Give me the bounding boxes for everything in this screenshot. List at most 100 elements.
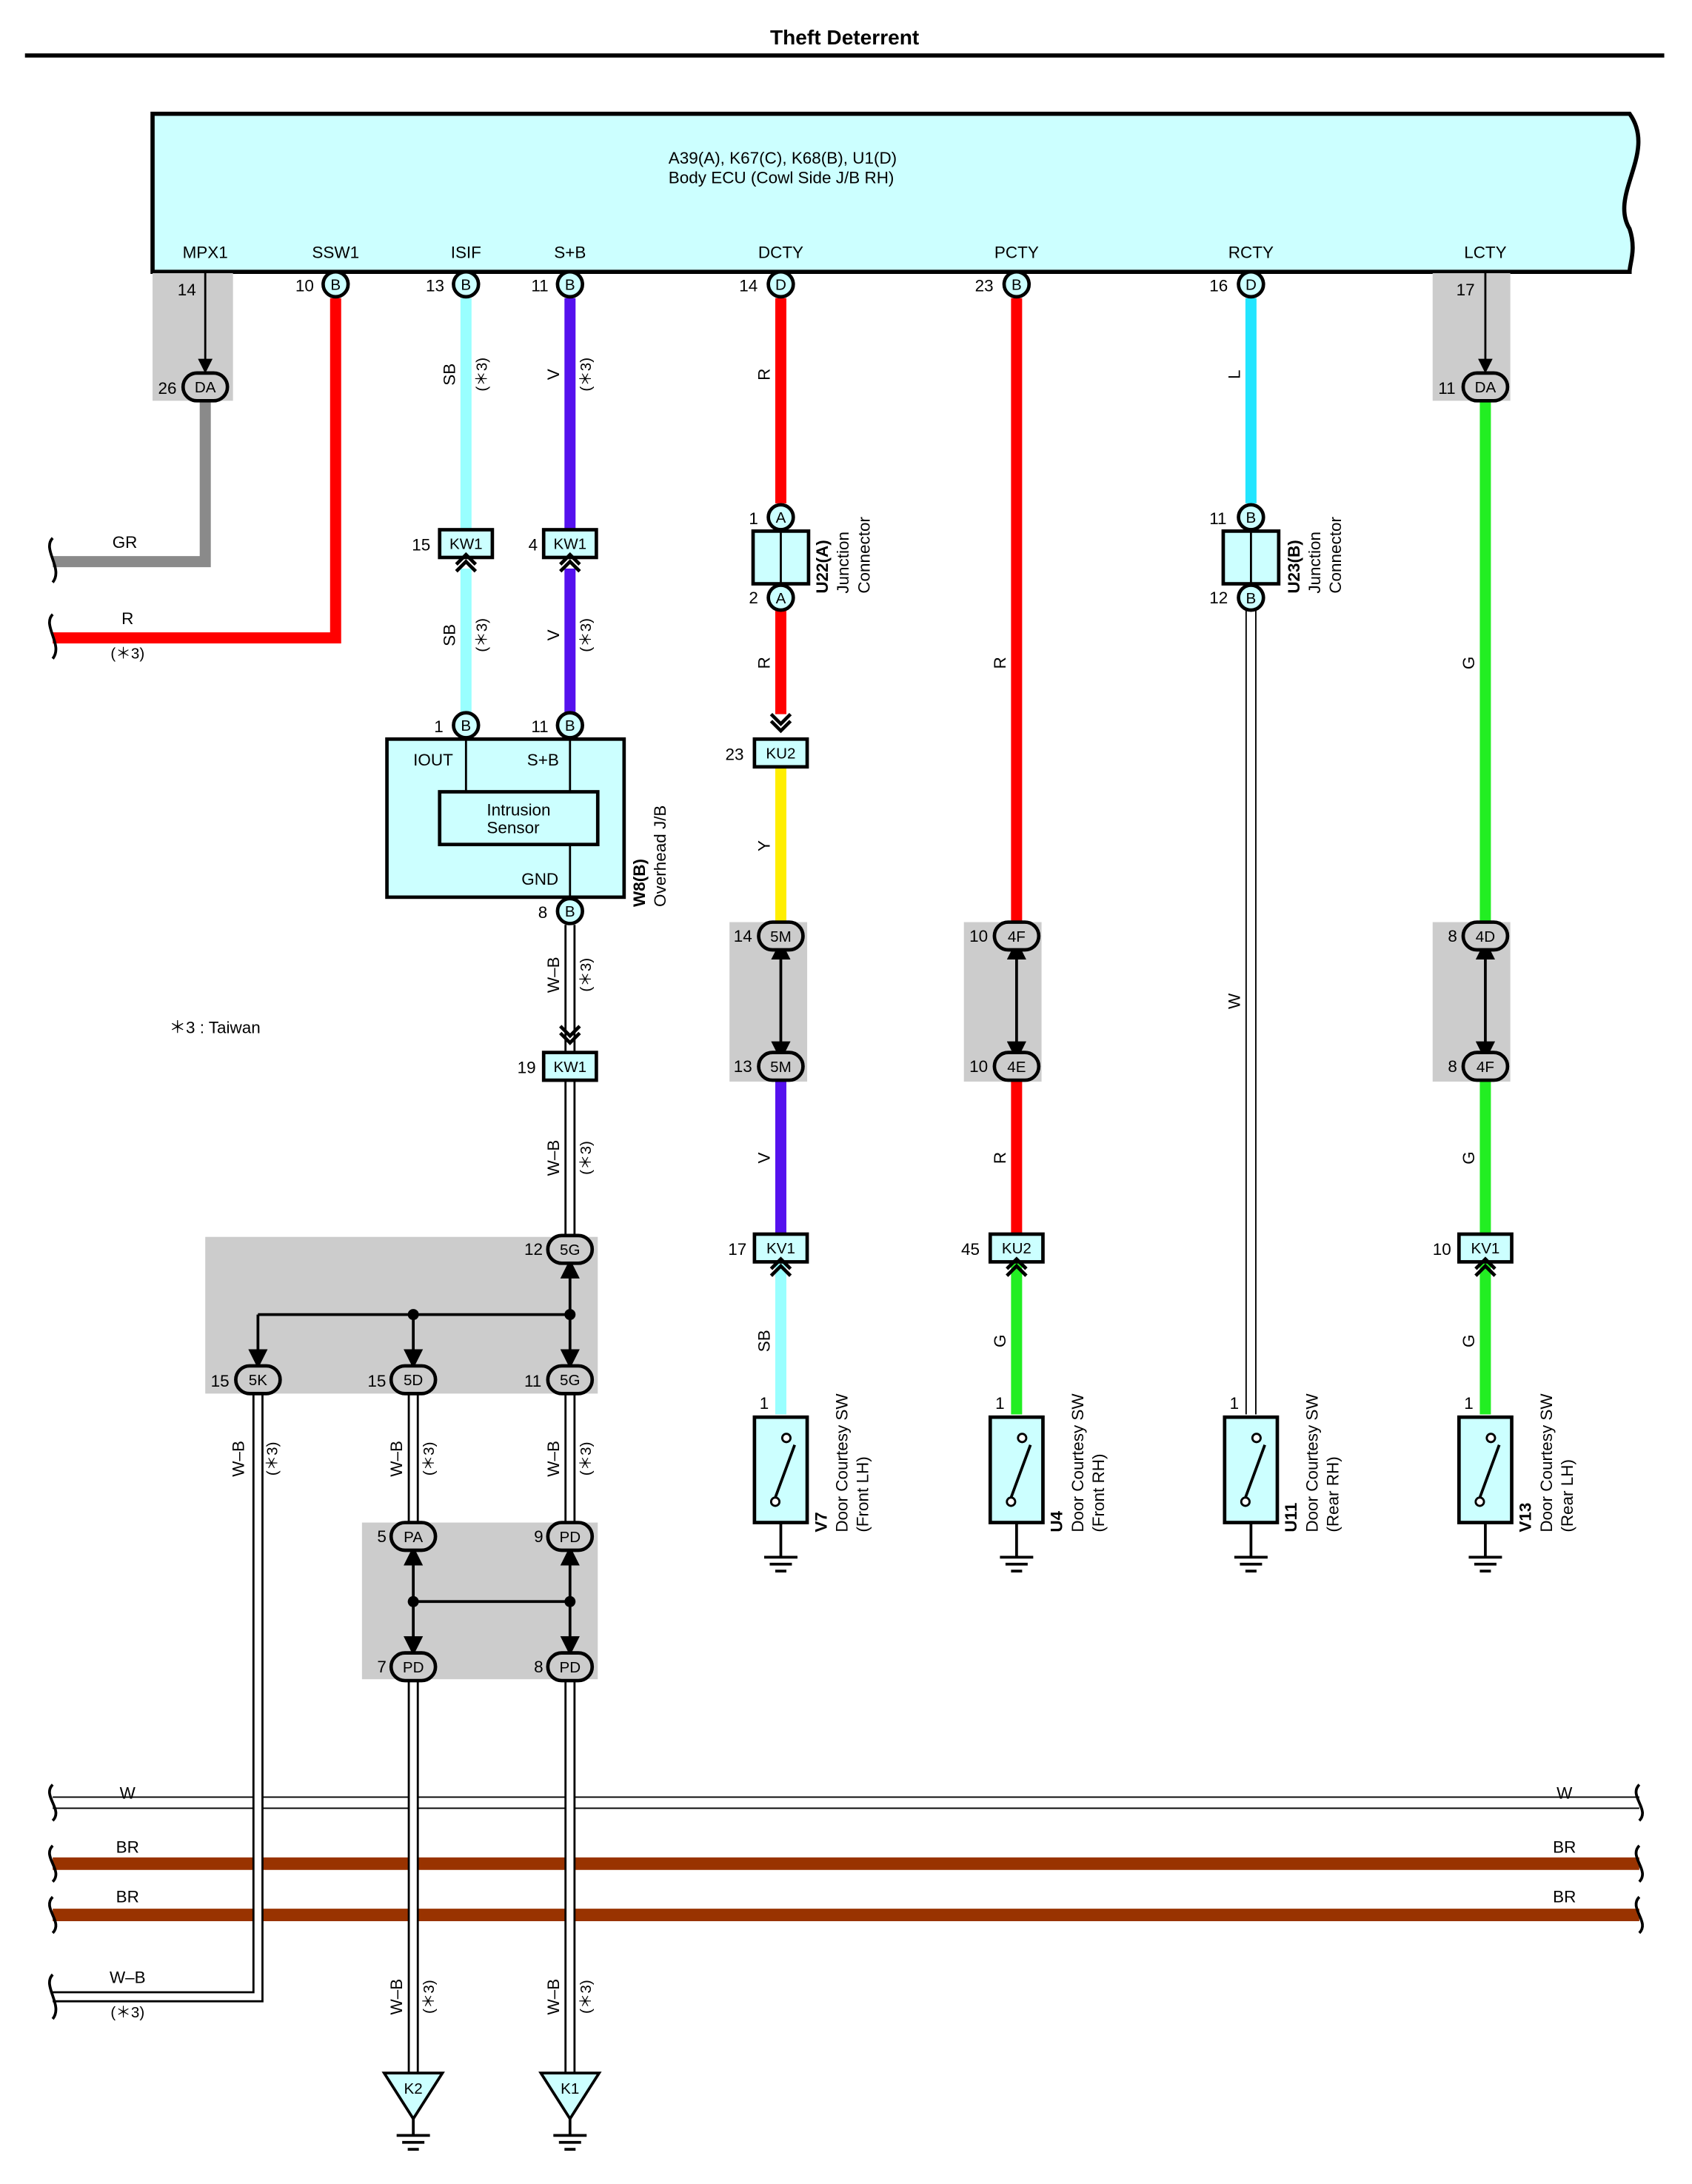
conn-5m-13: 5M	[757, 1051, 805, 1082]
tag-wb-1: (＊3)	[578, 958, 595, 992]
conn-5g-11-oval	[546, 1364, 595, 1396]
label-y-dcty: Y	[755, 840, 773, 851]
conn-5g-11-label: 5G	[560, 1372, 580, 1389]
pin-ssw1-10: 10	[295, 276, 314, 295]
pin-w8-11-b-label: B	[565, 717, 575, 734]
conn-5g-12: 5G	[546, 1233, 595, 1265]
page-title: Theft Deterrent	[770, 26, 919, 49]
label-l-rcty: L	[1225, 369, 1243, 378]
ecu-terminal-mpx1: MPX1	[183, 243, 228, 261]
intrusion-line2: Sensor	[486, 819, 540, 837]
intrusion-line1: Intrusion	[486, 800, 550, 819]
conn-da-mpx1: DA	[181, 371, 230, 403]
pin-u23-12: 12	[1209, 589, 1228, 607]
switch-desc2: (Rear LH)	[1558, 1459, 1576, 1533]
break-right-w	[1634, 1783, 1644, 1822]
switch-code: V13	[1517, 1503, 1535, 1533]
pin-dcty-d-label: D	[775, 276, 786, 293]
pin-4d-8: 8	[1448, 927, 1457, 945]
switch-box	[1457, 1415, 1514, 1524]
pin-u23-12-b-label: B	[1246, 590, 1257, 607]
label-v-dcty: V	[755, 1152, 773, 1163]
label-br2-right: BR	[1553, 1888, 1576, 1906]
pin-w8-8-b: B	[555, 897, 584, 925]
label-w-right: W	[1556, 1783, 1573, 1802]
conn-5d-15: 5D	[389, 1364, 438, 1396]
pin-4f-10: 10	[969, 927, 988, 945]
conn-5g-12-label: 5G	[560, 1242, 580, 1259]
switch-pin-0: 1	[760, 1394, 769, 1413]
tag-r-ssw1: (＊3)	[110, 646, 144, 663]
pa-dot	[407, 1595, 419, 1607]
pin-sb-b: B	[555, 269, 584, 299]
pin-mpx1-26: 26	[158, 379, 177, 398]
pin-pcty-b-label: B	[1011, 276, 1022, 293]
pin-u23-11-b-label: B	[1246, 509, 1257, 526]
pin-u22-1-a: A	[766, 503, 795, 532]
break-left-br1	[48, 1844, 58, 1883]
conn-kw1-15-label: KW1	[449, 536, 483, 553]
switch-contact-top	[1485, 1433, 1497, 1444]
label-br2-left: BR	[116, 1888, 139, 1906]
tag-wb-5g: (＊3)	[578, 1442, 595, 1476]
switch-desc1: Door Courtesy SW	[1069, 1393, 1087, 1533]
pin-kv1-10: 10	[1433, 1240, 1451, 1259]
chevron-ku2-45	[1006, 1256, 1028, 1277]
conn-4f-8-oval	[1461, 1051, 1510, 1082]
switch-code: V7	[812, 1512, 830, 1532]
pin-u22-2: 2	[749, 589, 758, 607]
ecu-name: Body ECU (Cowl Side J/B RH)	[669, 168, 895, 187]
pin-4e-10: 10	[969, 1057, 988, 1076]
u22-desc2: Connector	[855, 516, 873, 593]
conn-5g-11: 5G	[546, 1364, 595, 1396]
conn-5d-15-label: 5D	[404, 1372, 423, 1389]
pin-kv1-17: 17	[728, 1240, 746, 1259]
conn-5k-15-label: 5K	[249, 1372, 267, 1389]
pin-u22-1: 1	[749, 509, 758, 528]
pin-isif-b-label: B	[461, 276, 471, 293]
u22-desc1: Junction	[834, 532, 852, 594]
splice-5g: 12 15 15 11	[211, 1240, 580, 1390]
conn-4f-10-label: 4F	[1008, 928, 1026, 945]
label-wb-left: W–B	[110, 1968, 146, 1986]
pin-u23-12-b-circle	[1237, 583, 1265, 612]
pin-pcty-23: 23	[975, 276, 994, 295]
conn-ku2-23-label: KU2	[766, 746, 795, 763]
conn-pd-8-oval	[546, 1651, 595, 1683]
conn-4e-10: 4E	[992, 1051, 1041, 1082]
circuit-lcty: G G G 17 11 8 8 10	[1433, 273, 1496, 1415]
conn-5g-12-oval	[546, 1233, 595, 1265]
conn-5m-13-label: 5M	[770, 1059, 792, 1076]
tag-isif-2: (＊3)	[473, 618, 490, 652]
circuit-sb: V (＊3) V (＊3) 11 4 11	[529, 276, 595, 736]
switch-desc1: Door Courtesy SW	[1303, 1393, 1321, 1533]
u23-code: U23(B)	[1285, 540, 1303, 593]
conn-ku2-45: KU2	[988, 1232, 1045, 1264]
pin-ku2-45: 45	[961, 1240, 980, 1259]
pin-w8-8: 8	[538, 903, 548, 922]
u22-code: U22(A)	[813, 540, 832, 593]
ground-k2: K2	[381, 2071, 445, 2151]
label-v-sb-2: V	[544, 629, 563, 640]
conn-4e-10-label: 4E	[1007, 1059, 1026, 1076]
ecu-terminal-ssw1: SSW1	[312, 243, 359, 261]
conn-pd-7-oval	[389, 1651, 438, 1683]
conn-4f-10: 4F	[992, 920, 1041, 952]
conn-4e-10-oval	[992, 1051, 1041, 1082]
circuit-mpx1: GR 14 26	[47, 273, 213, 583]
body-ecu: A39(A), K67(C), K68(B), U1(D) Body ECU (…	[150, 111, 1641, 274]
switch-desc1: Door Courtesy SW	[832, 1393, 851, 1533]
conn-kw1-19: KW1	[541, 1051, 598, 1082]
pin-w8-1: 1	[434, 717, 444, 736]
pin-lcty-11: 11	[1438, 379, 1455, 398]
conn-kw1-19-label: KW1	[553, 1059, 586, 1076]
pin-u23-11-b: B	[1237, 503, 1265, 532]
switch-contact-bot	[1006, 1496, 1017, 1507]
tag-wb-left: (＊3)	[110, 2004, 144, 2021]
label-gr: GR	[113, 533, 138, 552]
pin-w8-1-b-label: B	[461, 717, 471, 734]
